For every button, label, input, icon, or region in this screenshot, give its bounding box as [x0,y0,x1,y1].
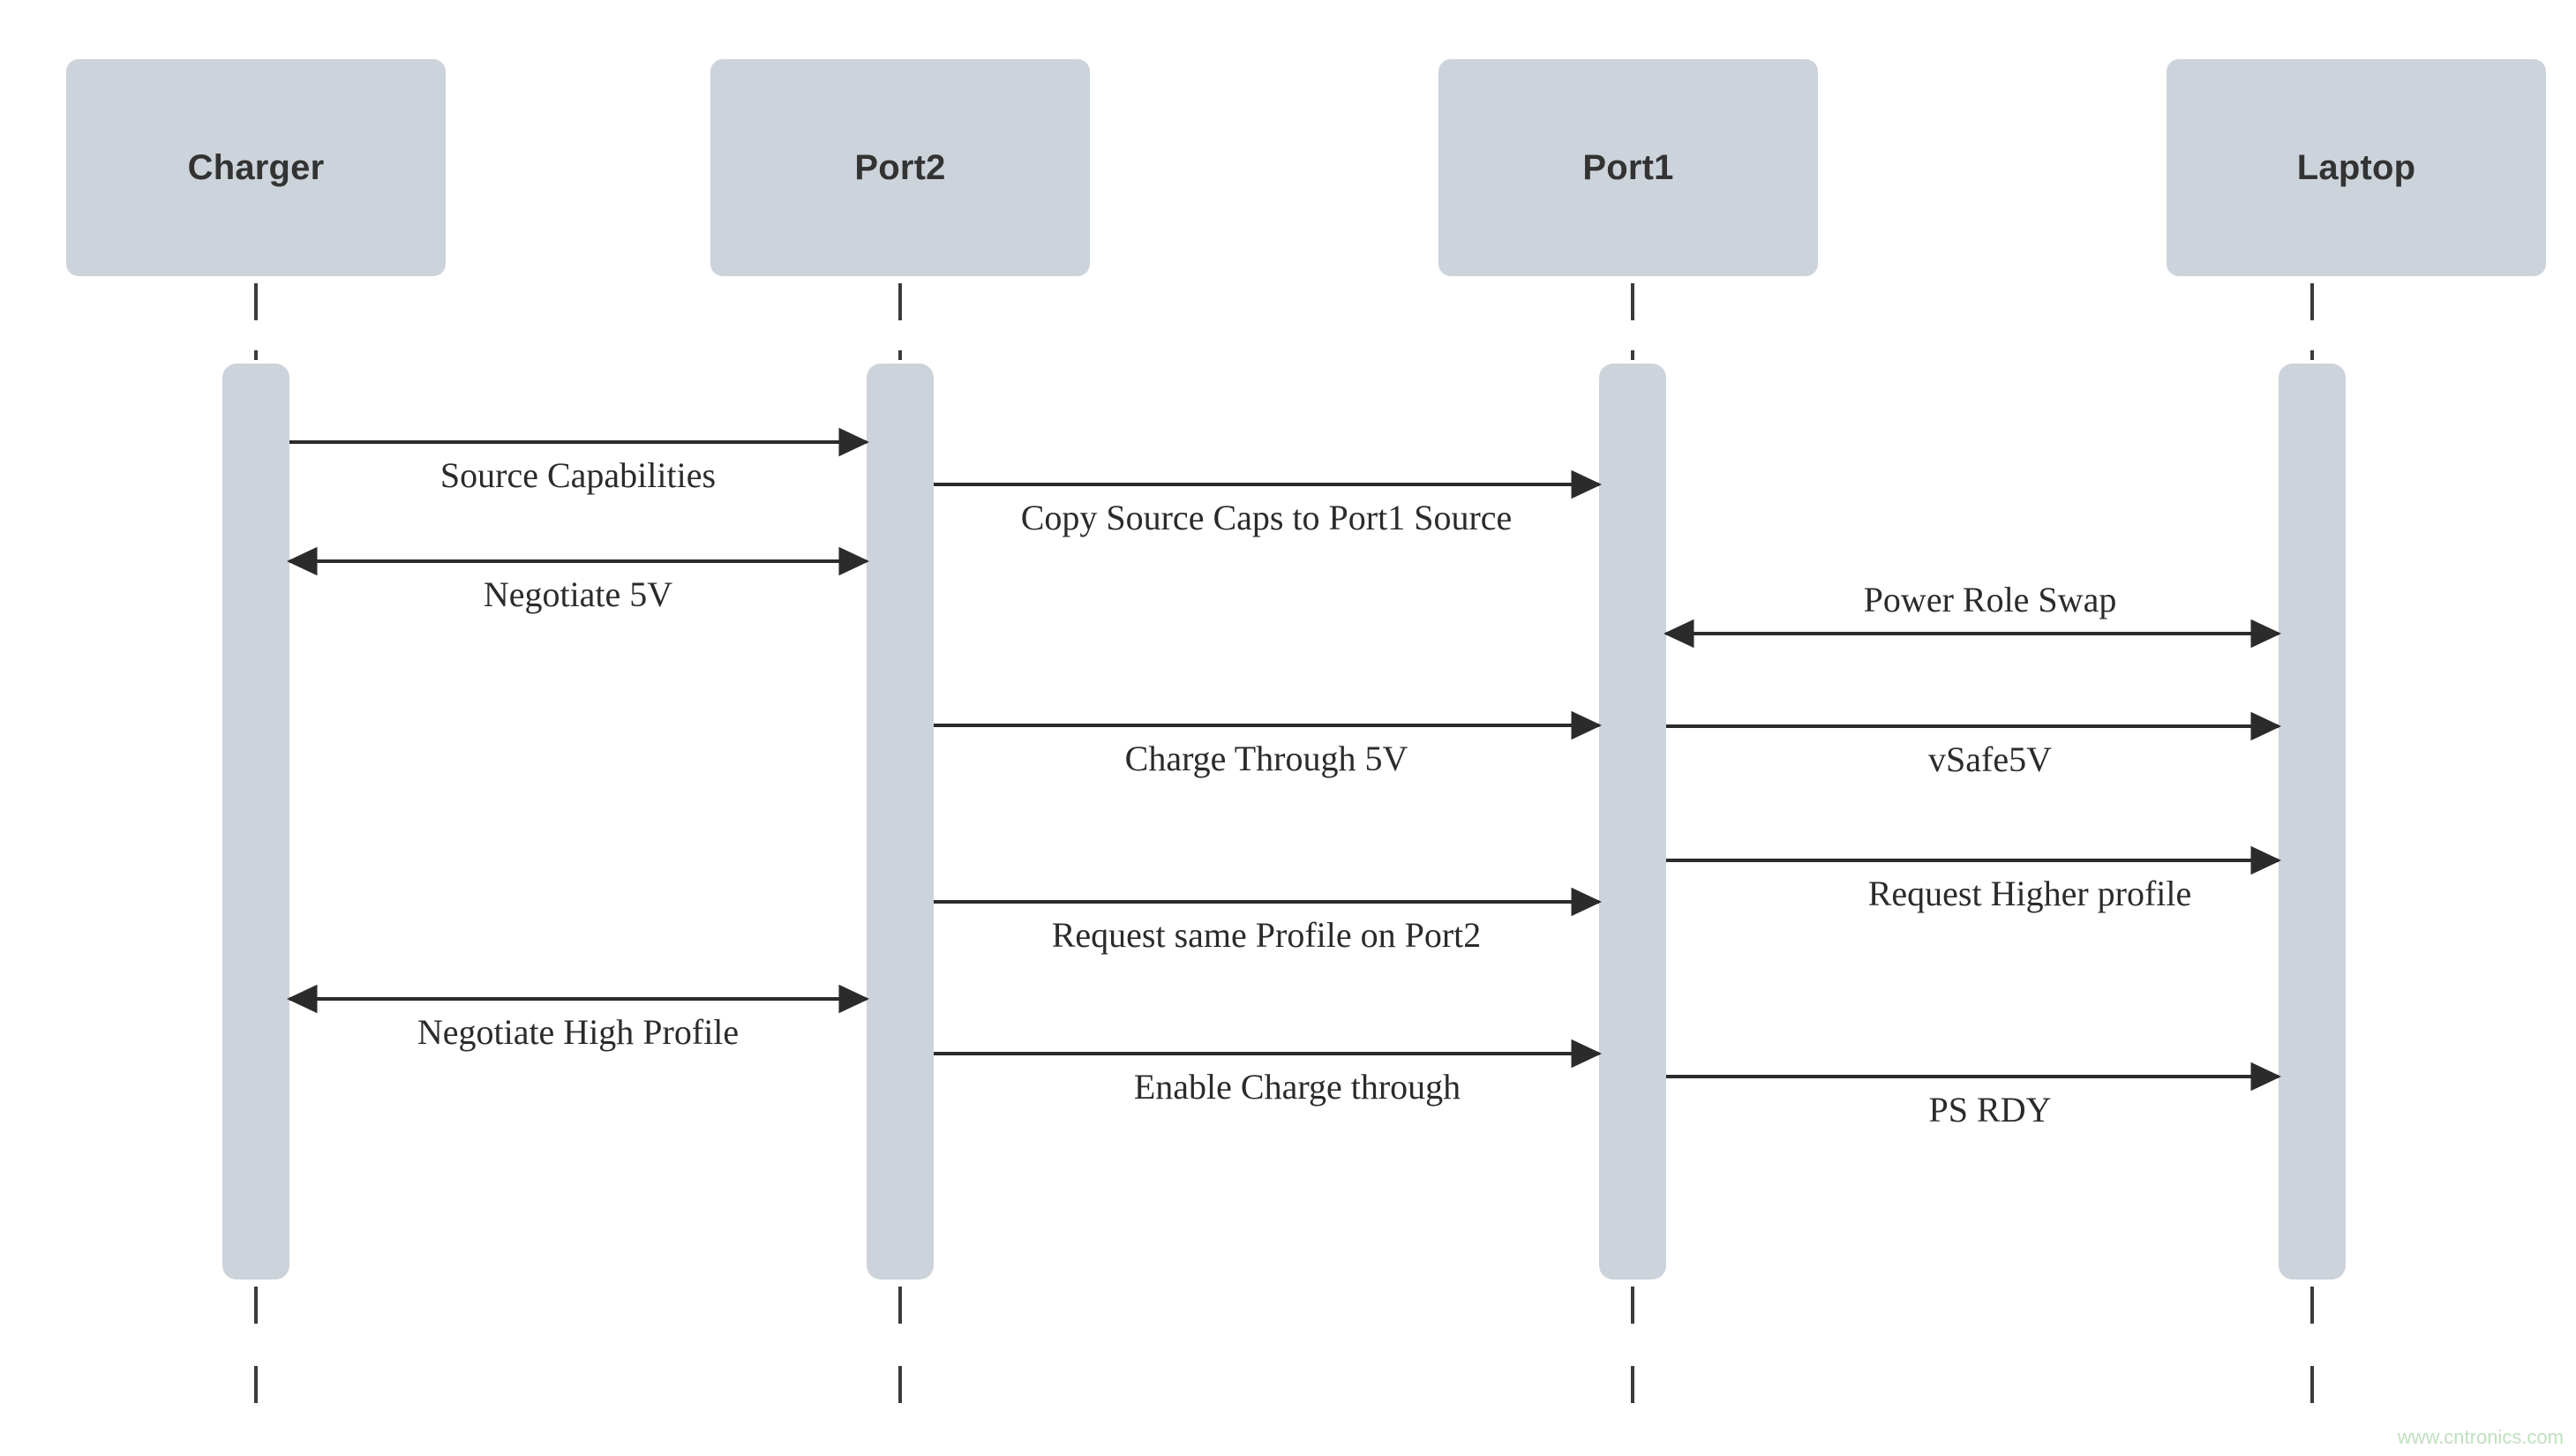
lifeline-header-port2[interactable]: Port2 [710,59,1090,276]
activation-bar-port1 [1599,364,1666,1280]
message-label-m9: Negotiate High Profile [417,1012,740,1052]
lifeline-header-label: Port1 [1582,147,1674,187]
message-label-m10: Enable Charge through [1133,1067,1461,1107]
message-label-m1: Source Capabilities [439,455,717,495]
lifeline-header-label: Charger [187,147,325,187]
activation-bar-port2 [867,364,934,1280]
lifeline-header-port1[interactable]: Port1 [1438,59,1818,276]
lifeline-dashed-lines [254,283,2314,1425]
message-label-m2: Copy Source Caps to Port1 Source [1020,498,1513,537]
message-label-m11: PS RDY [1928,1090,2052,1130]
activation-bar-laptop [2279,364,2346,1280]
lifeline-header-laptop[interactable]: Laptop [2167,59,2546,276]
message-arrows [287,427,2281,1092]
activation-bars [222,364,2346,1280]
message-label-m7: Request Higher profile [1867,874,2192,913]
message-label-m5: Charge Through 5V [1124,739,1408,778]
lifeline-header-charger[interactable]: Charger [66,59,446,276]
lifeline-header-label: Laptop [2296,147,2416,187]
message-label-m8: Request same Profile on Port2 [1051,915,1482,955]
activation-bar-charger [222,364,289,1280]
watermark: www.cntronics.com [2397,1426,2564,1448]
message-label-m6: vSafe5V [1928,739,2052,779]
lifeline-header-label: Port2 [854,147,946,187]
message-label-m4: Power Role Swap [1863,580,2117,619]
message-label-m3: Negotiate 5V [483,574,673,614]
